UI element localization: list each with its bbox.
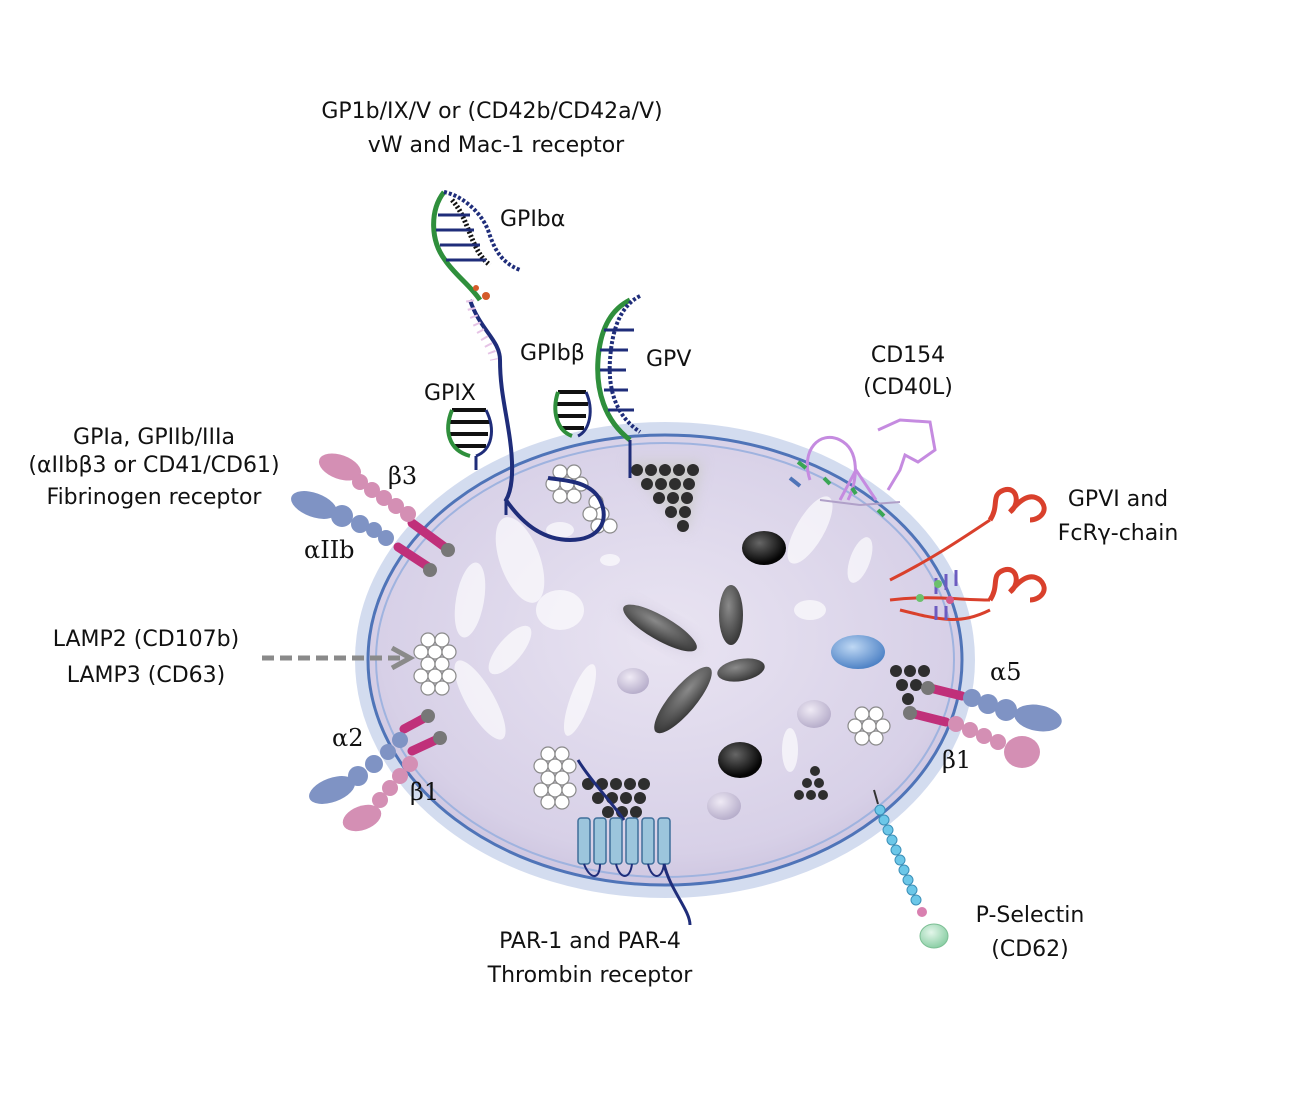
- label-gpia-line1: GPIa, GPIIb/IIIa: [73, 425, 235, 450]
- cd154-structure: [788, 418, 937, 518]
- label-gpvi-line1: GPVI and: [1068, 487, 1168, 512]
- label-beta1-right: β1: [942, 746, 971, 774]
- granule-cluster-top: [627, 462, 702, 532]
- lamp-arrow: [262, 645, 416, 671]
- gpib-beta-structure: [553, 390, 592, 438]
- gp1b-ix-v-complex: [431, 190, 642, 543]
- label-gp1b-line1: GP1b/IX/V or (CD42b/CD42a/V): [321, 99, 662, 124]
- label-pselectin-line2: (CD62): [991, 937, 1068, 962]
- label-cd154-line1: CD154: [871, 343, 945, 368]
- label-alpha5: α5: [990, 658, 1021, 686]
- integrin-aiib-b3: [291, 453, 455, 577]
- dense-granules: [718, 531, 786, 778]
- label-pselectin-line1: P-Selectin: [976, 903, 1085, 928]
- canalicular-system: [454, 496, 873, 772]
- granule-cluster-bottom-right: [794, 766, 828, 800]
- integrin-a5-b1: [903, 681, 1062, 768]
- granule-cluster-bottom: [582, 778, 650, 818]
- vesicle-cluster-right: [847, 706, 891, 746]
- label-alpha2: α2: [332, 724, 363, 752]
- label-gpix: GPIX: [424, 381, 476, 406]
- granule-clusters: [582, 462, 930, 818]
- label-gpib-beta: GPIbβ: [520, 341, 585, 366]
- label-lamp-line1: LAMP2 (CD107b): [53, 627, 239, 652]
- labels: GP1b/IX/V or (CD42b/CD42a/V) vW and Mac-…: [28, 99, 1178, 988]
- label-gpvi-line2: FcRγ-chain: [1058, 521, 1179, 546]
- vesicle-cluster-bottom: [533, 746, 577, 810]
- label-gpib-alpha: GPIbα: [500, 207, 565, 232]
- par-receptor: [576, 759, 692, 926]
- label-par-line2: Thrombin receptor: [487, 963, 694, 988]
- label-beta3: β3: [388, 462, 417, 490]
- label-alpha-iib: αIIb: [304, 536, 355, 564]
- vesicle-cluster-lamp: [413, 632, 457, 696]
- label-gpv: GPV: [646, 347, 691, 372]
- gpvi-fcr-structure: [889, 487, 1047, 621]
- granule-cluster-right: [890, 665, 930, 705]
- label-gpia-line2: (αIIbβ3 or CD41/CD61): [28, 453, 279, 478]
- lysosomes: [617, 635, 885, 820]
- label-gp1b-line2: vW and Mac-1 receptor: [368, 133, 625, 158]
- alpha-granules: [621, 585, 765, 734]
- gpib-alpha-head: [431, 190, 521, 302]
- integrin-a2-b1: [309, 709, 447, 832]
- label-beta1-left: β1: [410, 778, 439, 806]
- label-cd154-line2: (CD40L): [863, 375, 953, 400]
- label-gpia-line3: Fibrinogen receptor: [47, 485, 263, 510]
- gpix-structure: [446, 408, 493, 470]
- label-lamp-line2: LAMP3 (CD63): [67, 663, 226, 688]
- label-par-line1: PAR-1 and PAR-4: [499, 929, 681, 954]
- p-selectin: [873, 789, 949, 949]
- gpv-structure: [595, 294, 642, 478]
